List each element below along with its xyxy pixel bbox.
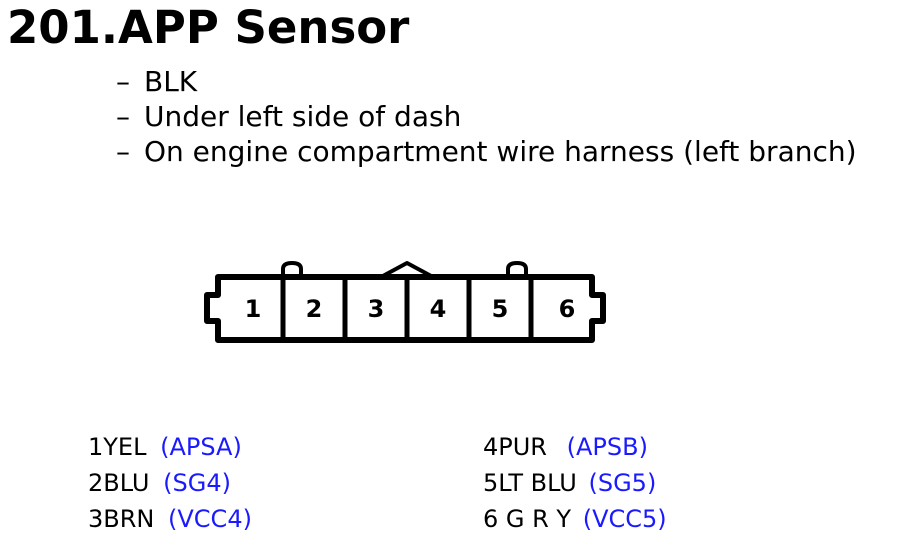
wire-entry-4: 4PUR (APSB) [483,430,648,465]
bullet-item-location: –Under left side of dash [116,100,462,133]
pin-label-1: 1 [245,295,262,323]
wire-code: 4PUR [483,433,547,461]
wire-entry-2: 2BLU (SG4) [88,466,231,501]
connector-info-list: –BLK –Under left side of dash –On engine… [116,64,857,169]
wire-code: 2BLU [88,469,150,497]
wire-entry-6: 6 G R Y (VCC5) [483,502,667,537]
pin-label-6: 6 [559,295,576,323]
wire-signal: (SG4) [163,469,231,497]
wire-signal: (APSA) [160,433,242,461]
wire-signal: (APSB) [566,433,648,461]
wire-entry-3: 3BRN (VCC4) [88,502,252,537]
pin-label-3: 3 [368,295,385,323]
wire-code: 3BRN [88,505,155,533]
wire-signal: (VCC5) [582,505,667,533]
pin-label-4: 4 [430,295,447,323]
connector-housing [204,274,606,343]
wire-code: 5LT BLU [483,469,577,497]
wire-signal: (SG5) [588,469,657,497]
bullet-item-color: –BLK [116,65,198,98]
pin-label-5: 5 [492,295,509,323]
locking-tab-left [281,260,303,277]
wire-code: 6 G R Y [483,505,572,533]
bullet-text: BLK [144,65,198,98]
pin-label-2: 2 [306,295,323,323]
bullet-item-harness: –On engine compartment wire harness (lef… [116,135,857,168]
wire-code: 1YEL [88,433,147,461]
locking-tab-center [380,261,434,279]
bullet-text: On engine compartment wire harness (left… [144,135,857,168]
wire-signal: (VCC4) [168,505,252,533]
bullet-text: Under left side of dash [144,100,462,133]
locking-tab-right [506,260,528,277]
page-title: 201.APP Sensor [7,1,410,54]
wire-entry-1: 1YEL (APSA) [88,430,242,465]
wire-entry-5: 5LT BLU (SG5) [483,466,656,501]
connector-diagram: 1 2 3 4 5 6 [204,260,606,343]
